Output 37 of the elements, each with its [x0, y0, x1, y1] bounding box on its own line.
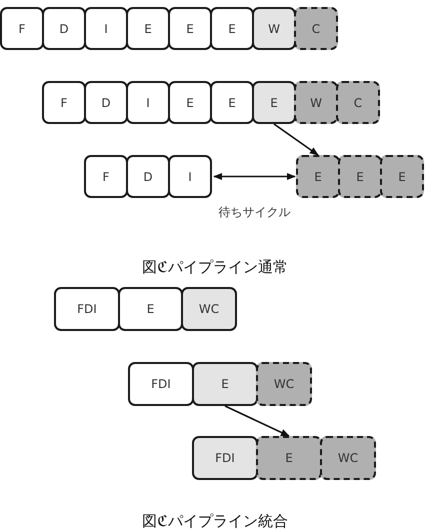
dashed-stage-box: C — [336, 81, 380, 124]
stage-box: D — [42, 7, 86, 50]
dashed-stage-box: W — [294, 81, 338, 124]
stage-box: FDI — [128, 362, 194, 406]
stage-box: F — [0, 7, 44, 50]
stage-box: WC — [181, 287, 237, 331]
stage-box: I — [84, 7, 128, 50]
stage-box: FDI — [192, 436, 258, 480]
stage-box: E — [210, 81, 254, 124]
dashed-stage-box: WC — [256, 362, 312, 406]
figure-caption: 図ℭパイプライン統合 — [141, 512, 289, 531]
arrow — [213, 172, 296, 180]
edge-label: 待ちサイクル — [218, 204, 290, 220]
stage-box: FDI — [54, 287, 120, 331]
dashed-stage-box: E — [380, 155, 424, 198]
stage-box: D — [126, 155, 170, 198]
arrow — [274, 123, 319, 156]
dashed-stage-box: E — [296, 155, 340, 198]
stage-box: E — [252, 81, 296, 124]
stage-box: E — [210, 7, 254, 50]
stage-box: E — [118, 287, 183, 331]
dashed-stage-box: E — [338, 155, 382, 198]
stage-box: F — [42, 81, 86, 124]
stage-box: E — [168, 7, 212, 50]
figure-caption: 図ℭパイプライン通常 — [141, 258, 289, 277]
stage-box: I — [168, 155, 212, 198]
stage-box: F — [84, 155, 128, 198]
stage-box: E — [126, 7, 170, 50]
dashed-stage-box: C — [294, 7, 338, 50]
dashed-stage-box: E — [256, 436, 322, 480]
arrow — [224, 405, 290, 437]
dashed-stage-box: WC — [320, 436, 376, 480]
stage-box: E — [192, 362, 258, 406]
stage-box: W — [252, 7, 296, 50]
stage-box: E — [168, 81, 212, 124]
stage-box: I — [126, 81, 170, 124]
stage-box: D — [84, 81, 128, 124]
